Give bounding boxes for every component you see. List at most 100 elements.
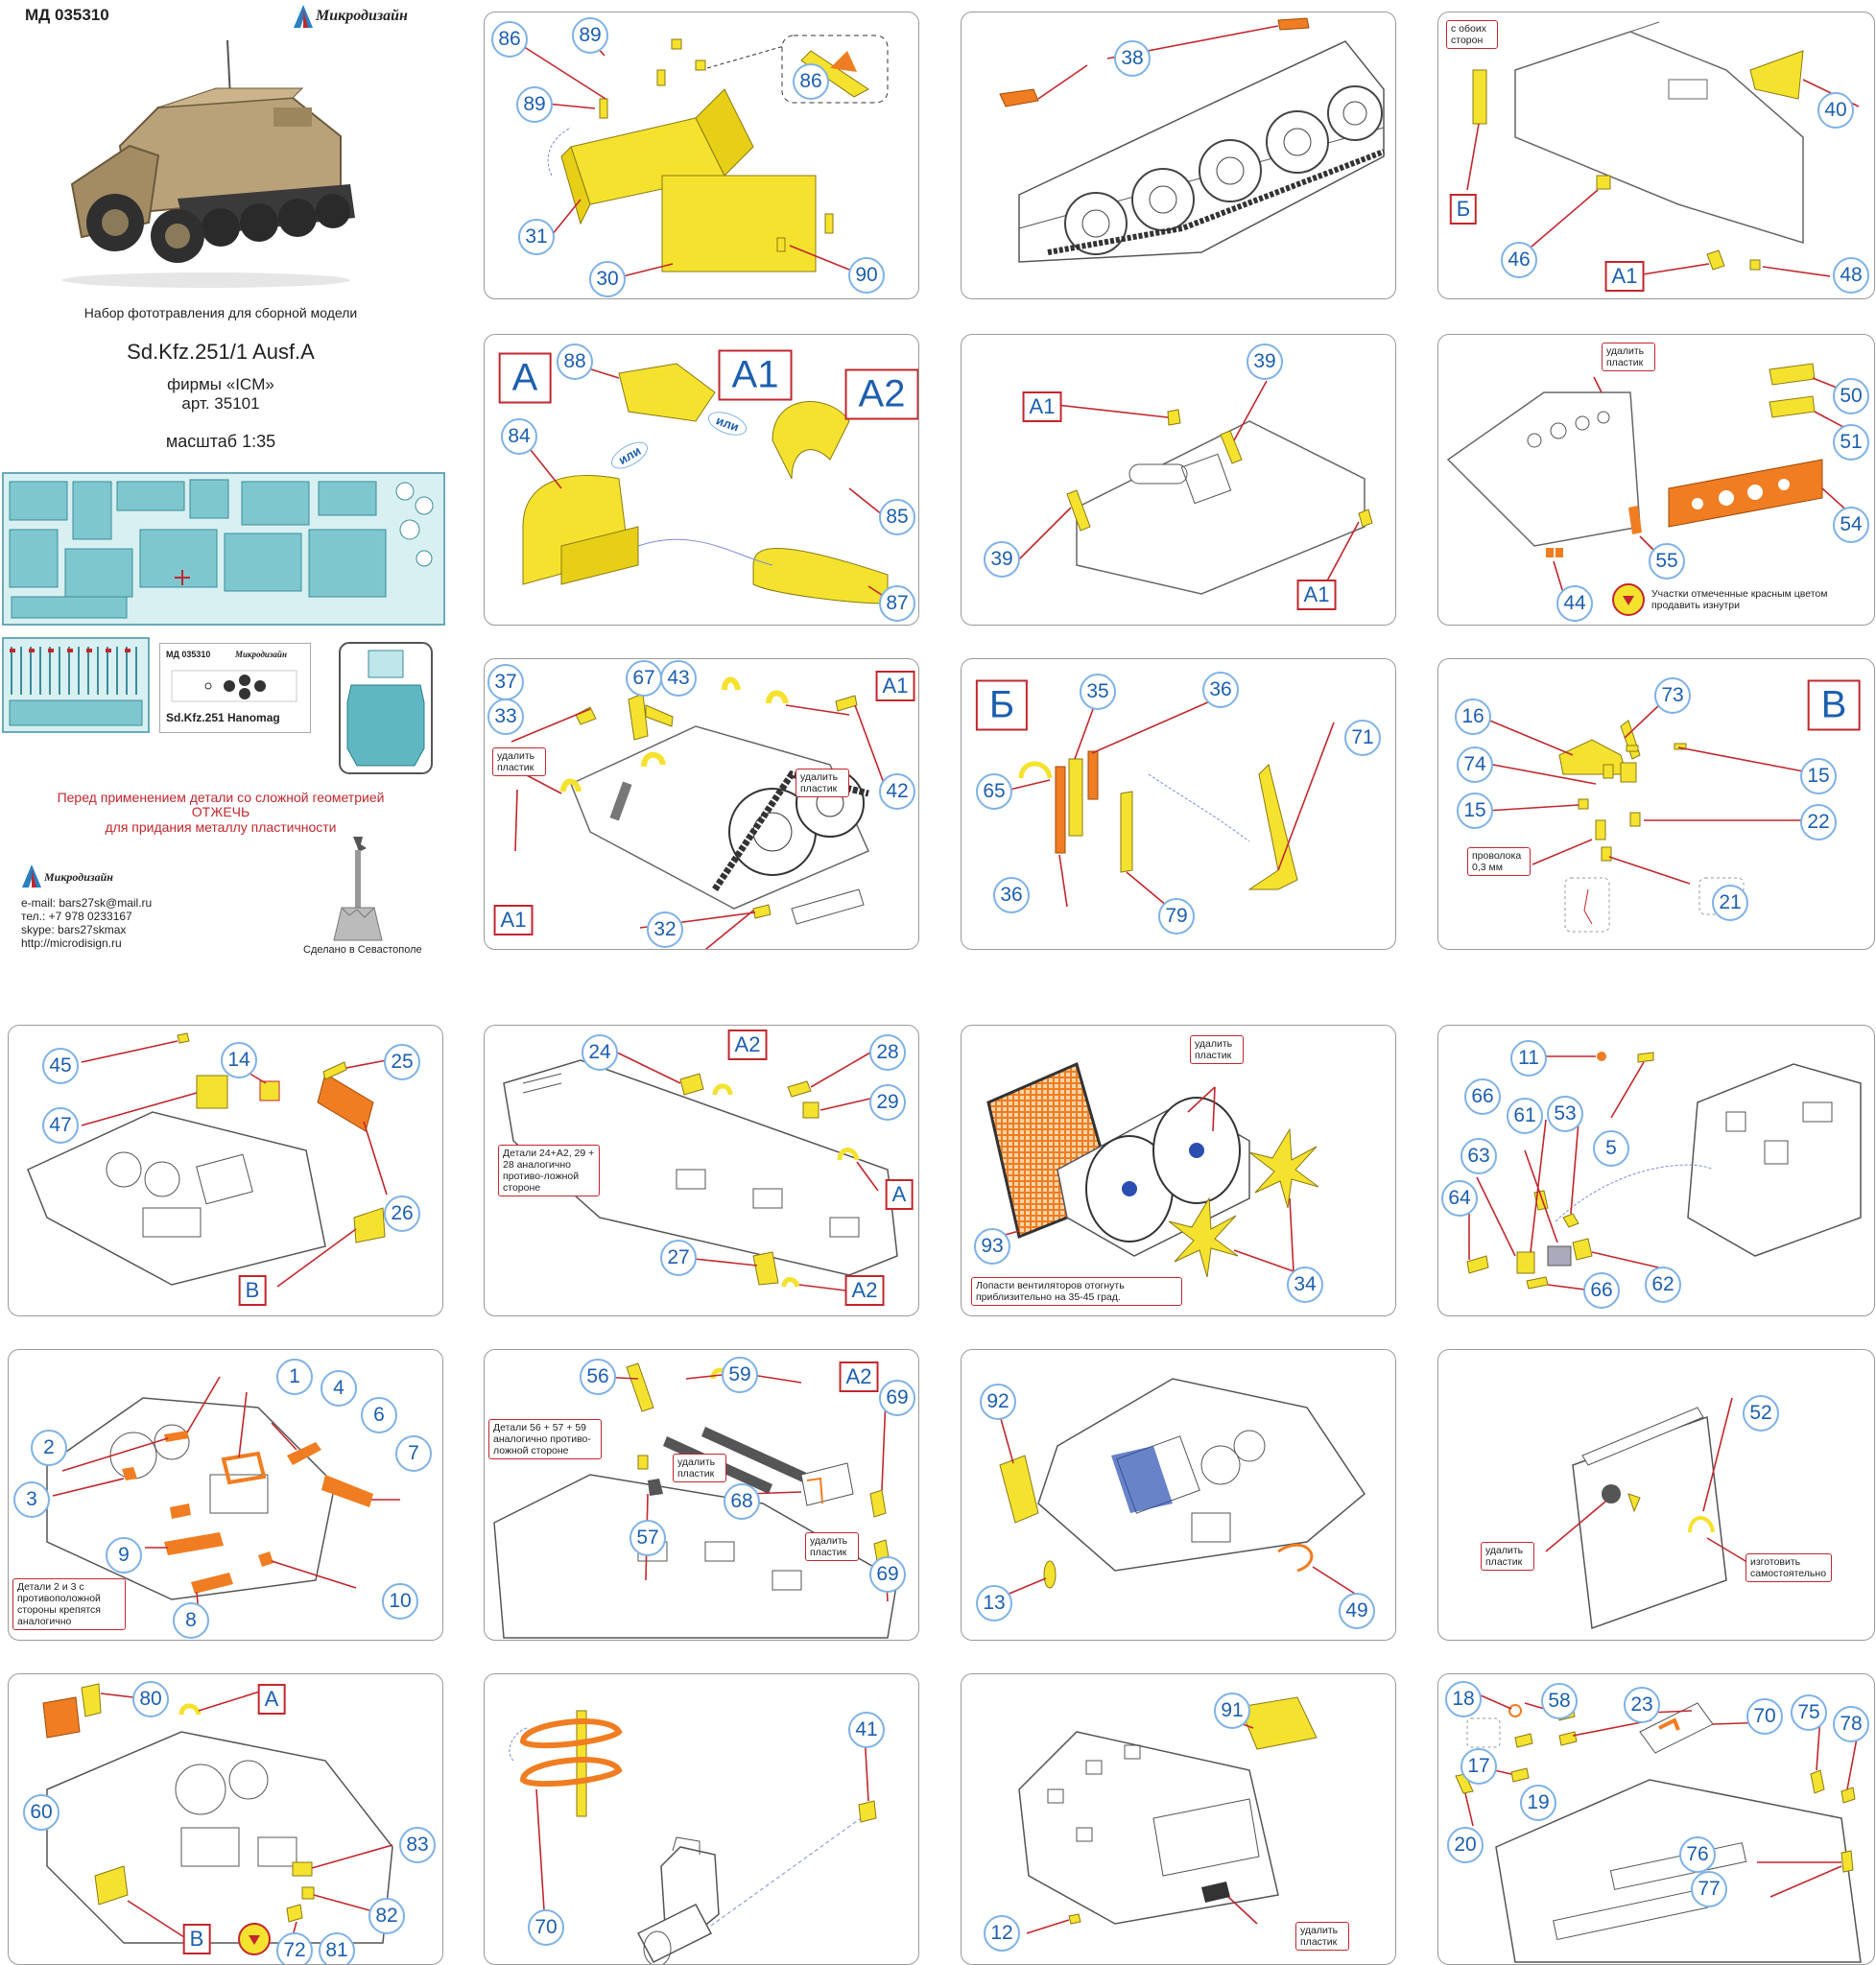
- assembly-label: А2: [727, 1030, 768, 1060]
- parts-drawing: [503, 1050, 898, 1291]
- part-number: 23: [1624, 1687, 1660, 1723]
- part-number: 38: [1114, 40, 1151, 77]
- warning-line-3: для придания металлу пластичности: [105, 819, 337, 835]
- part-number: 41: [848, 1712, 885, 1748]
- panel-2: 38: [961, 12, 1396, 299]
- assembly-label: В: [238, 1275, 267, 1306]
- assembly-label: А1: [1022, 391, 1062, 422]
- assembly-label: А1: [1296, 580, 1337, 610]
- part-number: 83: [399, 1827, 436, 1863]
- note-box: Детали 56 + 57 + 59 аналогично противо-л…: [488, 1419, 602, 1459]
- part-number: 89: [516, 86, 553, 123]
- part-number: 67: [626, 660, 662, 697]
- part-number: 55: [1649, 543, 1685, 580]
- brand-name: Микродизайн: [316, 8, 408, 24]
- panel-5: А1 А1 39 39: [961, 334, 1396, 626]
- part-number: 1: [276, 1359, 313, 1395]
- made-in: Сделано в Севастополе: [303, 944, 422, 956]
- part-number: 51: [1833, 424, 1869, 461]
- panel-21: 18 58 23 70 75 78 17 19 20 76 77: [1437, 1673, 1875, 1965]
- part-number: 4: [321, 1370, 357, 1407]
- fret-sheet-main: [2, 472, 445, 626]
- part-number: 89: [572, 17, 608, 54]
- part-number: 50: [1833, 378, 1869, 414]
- parts-drawing: [1480, 702, 1810, 933]
- part-number: 39: [1247, 343, 1283, 380]
- part-number: 12: [984, 1915, 1020, 1952]
- part-number: 90: [848, 257, 885, 294]
- parts-drawing: [1018, 1696, 1318, 1934]
- parts-drawing: [1018, 380, 1373, 595]
- parts-drawing: [27, 1032, 388, 1288]
- assembly-label: А1: [1604, 261, 1645, 292]
- panel-18: А В 80 60 83 82 72 81: [8, 1673, 443, 1965]
- part-number: 72: [276, 1932, 313, 1964]
- panel-3: с обоих сторон 40 46 48 Б А1: [1437, 12, 1875, 299]
- decal-sheet: МД 035310 Микродизайн Sd.Kfz.251 Hanomag: [159, 643, 311, 733]
- part-number: 19: [1520, 1785, 1556, 1821]
- part-number: 74: [1457, 746, 1493, 783]
- note-box: изготовить самостоятельно: [1745, 1553, 1832, 1582]
- contact-phone: тел.: +7 978 0233167: [21, 910, 132, 923]
- panel-19: 41 70: [484, 1673, 919, 1965]
- assembly-label: В: [1807, 679, 1861, 731]
- note-box: удалить пластик: [492, 747, 546, 776]
- part-number: 93: [974, 1228, 1010, 1265]
- assembly-label: В: [182, 1924, 211, 1954]
- brand-logo: Микродизайн: [293, 4, 408, 34]
- part-number: 2: [31, 1430, 67, 1466]
- part-number: 36: [1202, 672, 1239, 708]
- part-number: 18: [1445, 1681, 1482, 1717]
- part-number: 77: [1691, 1871, 1727, 1907]
- part-number: 73: [1654, 677, 1691, 714]
- part-number: 76: [1679, 1836, 1716, 1873]
- part-number: 92: [980, 1384, 1016, 1420]
- part-number: 62: [1645, 1267, 1681, 1303]
- part-number: 81: [319, 1932, 355, 1964]
- part-number: 24: [582, 1034, 618, 1071]
- part-number: 15: [1800, 758, 1837, 794]
- part-number: 25: [384, 1044, 420, 1080]
- decal-sheet-brand: Микродизайн: [235, 650, 287, 659]
- parts-drawing: [986, 1061, 1319, 1278]
- parts-drawing: [511, 676, 889, 949]
- panel-17: удалить пластик изготовить самостоятельн…: [1437, 1349, 1875, 1641]
- note-box: удалить пластик: [796, 769, 849, 797]
- part-number: 64: [1441, 1180, 1478, 1217]
- part-number: 44: [1556, 585, 1593, 622]
- part-number: 86: [793, 63, 829, 100]
- part-number: 34: [1287, 1267, 1323, 1303]
- part-number: 20: [1447, 1827, 1484, 1863]
- panel-15: Детали 56 + 57 + 59 аналогично противо-л…: [484, 1349, 919, 1641]
- part-number: 66: [1464, 1078, 1501, 1115]
- part-number: 60: [23, 1794, 59, 1831]
- panel-11: Детали 24+А2, 29 + 28 аналогично противо…: [484, 1025, 919, 1316]
- part-number: 8: [173, 1602, 209, 1639]
- part-number: 33: [487, 698, 524, 735]
- part-number: 40: [1817, 92, 1854, 129]
- note-box: удалить пластик: [805, 1532, 859, 1561]
- assembly-label: А: [498, 352, 552, 404]
- part-number: 70: [528, 1909, 564, 1946]
- note-box: удалить пластик: [673, 1454, 726, 1482]
- parts-drawing: [1009, 697, 1335, 921]
- part-number: 46: [1501, 242, 1537, 278]
- panel-8: Б 35 36 65 71 36 79: [961, 658, 1396, 950]
- part-number: 59: [722, 1357, 758, 1393]
- part-number: 45: [42, 1048, 79, 1084]
- contact-site: http://microdisign.ru: [21, 936, 122, 950]
- part-number: 15: [1457, 793, 1493, 829]
- note-box: удалить пластик: [1190, 1035, 1244, 1064]
- part-number: 78: [1833, 1706, 1869, 1742]
- panel-16: 92 13 49: [961, 1349, 1396, 1641]
- part-number: 66: [1583, 1272, 1620, 1309]
- panel-10: 45 14 25 47 26 В: [8, 1025, 443, 1316]
- panel-9: В проволока 0,3 мм 16 73 74 15 15 22 21: [1437, 658, 1875, 950]
- note-box: Детали 2 и 3 с противоположной стороны к…: [12, 1578, 126, 1630]
- article: арт. 35101: [181, 394, 260, 413]
- part-number: 13: [976, 1585, 1012, 1622]
- assembly-label: А2: [839, 1361, 879, 1392]
- part-number: 26: [384, 1196, 420, 1232]
- part-number: 17: [1460, 1748, 1497, 1785]
- assembly-label: А1: [493, 905, 534, 935]
